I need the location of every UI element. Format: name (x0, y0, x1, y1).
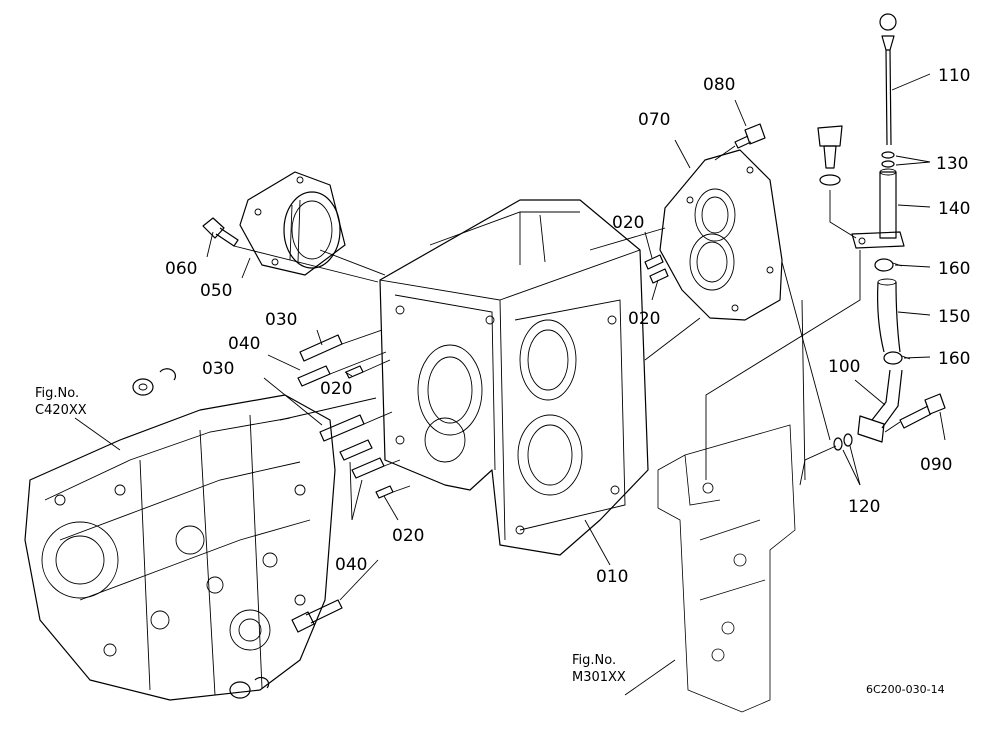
dowel-020-top-right (644, 254, 664, 270)
o-ring-120 (833, 433, 853, 451)
bolt-060 (202, 217, 239, 247)
nut-bottom (229, 676, 270, 699)
reference-housing-c420 (24, 394, 336, 701)
ref-c420-line1: Fig.No. (35, 386, 79, 401)
dipstick-110 (879, 13, 897, 146)
pin-040-lower-b (351, 457, 385, 479)
bearing-housing-050 (239, 171, 346, 276)
label-leaders (74, 73, 946, 696)
transmission-case-010 (379, 199, 649, 556)
figure-reference-m301: Fig.No. M301XX (572, 653, 626, 685)
bolt-lower (291, 599, 343, 633)
label-040-upper: 040 (228, 334, 260, 354)
label-040-lower: 040 (335, 555, 367, 575)
label-020-left: 020 (320, 379, 352, 399)
label-150: 150 (938, 307, 970, 327)
bolt-090 (899, 393, 946, 429)
label-030-lower: 030 (202, 359, 234, 379)
label-090: 090 (920, 455, 952, 475)
pipe-100 (857, 369, 903, 443)
part-labels: 010 020 020 020 020 030 030 040 040 050 … (165, 66, 970, 587)
label-020-top-right: 020 (612, 213, 644, 233)
ref-m301-line1: Fig.No. (572, 653, 616, 668)
label-010: 010 (596, 567, 628, 587)
label-160-lower: 160 (938, 349, 970, 369)
label-130: 130 (936, 154, 968, 174)
ref-c420-line2: C420XX (35, 403, 87, 418)
label-100: 100 (828, 357, 860, 377)
label-020-right: 020 (628, 309, 660, 329)
diagram-code: 6C200-030-14 (866, 683, 945, 696)
guide-pipe-140 (879, 168, 897, 239)
dowel-020-left (345, 365, 364, 379)
stud-030-lower (319, 414, 365, 442)
pin-040-lower-a (339, 439, 373, 461)
o-ring-130 (881, 151, 895, 168)
hose-150 (877, 278, 901, 353)
label-160-upper: 160 (938, 259, 970, 279)
ref-m301-line2: M301XX (572, 670, 626, 685)
cover-070 (659, 149, 783, 321)
label-080: 080 (703, 75, 735, 95)
figure-reference-c420: Fig.No. C420XX (35, 386, 87, 418)
reference-frame-m301 (657, 424, 796, 713)
label-110: 110 (938, 66, 970, 86)
label-030-upper: 030 (265, 310, 297, 330)
label-050: 050 (200, 281, 232, 301)
label-140: 140 (938, 199, 970, 219)
bracket-140 (851, 231, 905, 249)
nut-top-left (132, 368, 177, 396)
label-120: 120 (848, 497, 880, 517)
stud-030-upper (299, 334, 343, 362)
label-020-bottom: 020 (392, 526, 424, 546)
plug-bolt (817, 125, 843, 186)
label-060: 060 (165, 259, 197, 279)
bolt-080 (734, 123, 766, 149)
label-070: 070 (638, 110, 670, 130)
dowel-020-right (649, 268, 669, 284)
leader-lines (233, 145, 901, 601)
